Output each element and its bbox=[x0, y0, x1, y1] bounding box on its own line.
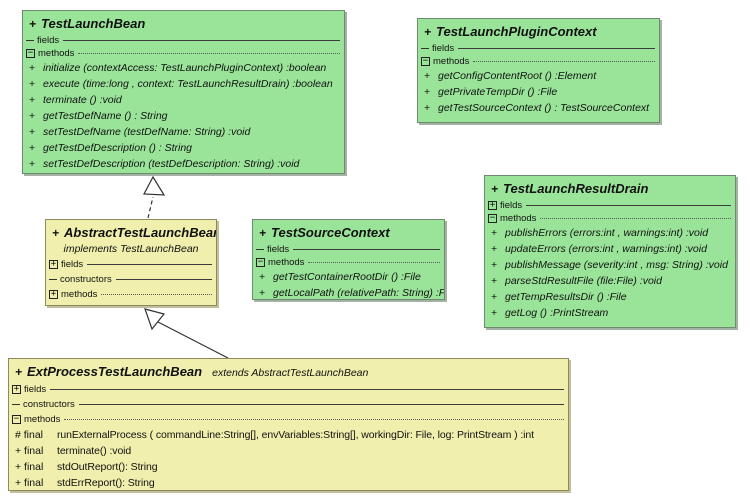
method-row: +getLocalPath (relativePath: String) :Fi… bbox=[259, 287, 445, 299]
constructors-section-header: constructors bbox=[9, 397, 568, 412]
class-title: + TestSourceContext bbox=[253, 220, 444, 243]
class-title: + ExtProcessTestLaunchBean extends Abstrac… bbox=[9, 359, 568, 382]
section-label: fields bbox=[37, 35, 60, 46]
expand-icon[interactable]: + bbox=[49, 259, 58, 269]
separator-line bbox=[63, 40, 340, 41]
method-row: +setTestDefDescription (testDefDescripti… bbox=[29, 158, 300, 170]
visibility-public: + bbox=[29, 17, 37, 31]
separator-line bbox=[526, 205, 731, 206]
method-row: +execute (time:long , context: TestLaunc… bbox=[29, 78, 333, 90]
collapse-icon[interactable]: − bbox=[421, 56, 430, 66]
method-row: +getTestContainerRootDir () :File bbox=[259, 271, 421, 283]
method-row: +getPrivateTempDir () :File bbox=[424, 86, 558, 98]
method-row: +publishMessage (severity:int , msg: Str… bbox=[491, 259, 728, 271]
class-box-testsourcecontext: + TestSourceContext fields − methods +get… bbox=[252, 219, 445, 300]
class-name: ExtProcessTestLaunchBean bbox=[27, 364, 203, 379]
expand-icon[interactable]: + bbox=[49, 289, 58, 299]
class-title: + TestLaunchBean bbox=[23, 11, 344, 34]
method-row: +getConfigContentRoot () :Element bbox=[424, 70, 597, 82]
separator-line bbox=[64, 419, 564, 420]
method-row: +parseStdResultFile (file:File) :void bbox=[491, 275, 662, 287]
separator-line bbox=[458, 48, 655, 49]
fields-section-header: + fields bbox=[46, 257, 216, 272]
class-name: TestLaunchResultDrain bbox=[503, 181, 649, 196]
class-box-abstracttestlaunchbean: + AbstractTestLaunchBean implements TestL… bbox=[45, 219, 217, 306]
fields-section-header: + fields bbox=[9, 382, 568, 397]
separator-line bbox=[78, 404, 564, 405]
class-box-extprocesstestlaunchbean: + ExtProcessTestLaunchBean extends Abstrac… bbox=[8, 358, 569, 491]
separator-line bbox=[473, 61, 655, 62]
methods-section-header: − methods bbox=[485, 212, 735, 225]
dash-icon bbox=[256, 249, 264, 250]
separator-line bbox=[101, 294, 212, 295]
methods-section-header: − methods bbox=[9, 412, 568, 427]
fields-section-header: fields bbox=[418, 42, 659, 55]
methods-section-header: − methods bbox=[23, 47, 344, 60]
fields-section-header: + fields bbox=[485, 199, 735, 212]
method-row: +updateErrors (errors:int , warnings:int… bbox=[491, 243, 707, 255]
visibility-public: + bbox=[259, 226, 267, 240]
implements-note: implements TestLaunchBean bbox=[63, 243, 199, 255]
method-row: +publishErrors (errors:int , warnings:in… bbox=[491, 227, 709, 239]
visibility-public: + bbox=[15, 365, 23, 379]
methods-section-header: − methods bbox=[253, 256, 444, 269]
expand-icon[interactable]: + bbox=[12, 384, 21, 394]
class-name: TestLaunchPluginContext bbox=[436, 24, 597, 39]
section-label: methods bbox=[38, 48, 75, 59]
class-title: + AbstractTestLaunchBean bbox=[46, 220, 216, 242]
collapse-icon[interactable]: − bbox=[26, 48, 35, 58]
methods-section-header: + methods bbox=[46, 287, 216, 302]
class-title: + TestLaunchPluginContext bbox=[418, 19, 659, 42]
class-box-testlaunchplugincontext: + TestLaunchPluginContext fields − method… bbox=[417, 18, 660, 123]
method-row: +terminate () :void bbox=[29, 94, 122, 106]
separator-line bbox=[308, 262, 440, 263]
class-box-testlaunchresultdrain: + TestLaunchResultDrain + fields − method… bbox=[484, 175, 736, 328]
separator-line bbox=[78, 53, 340, 54]
method-row: +getTestDefDescription () : String bbox=[29, 142, 193, 154]
class-title: + TestLaunchResultDrain bbox=[485, 176, 735, 199]
separator-line bbox=[540, 218, 731, 219]
dash-icon bbox=[49, 279, 57, 280]
visibility-public: + bbox=[491, 182, 499, 196]
methods-section-header: − methods bbox=[418, 55, 659, 68]
collapse-icon[interactable]: − bbox=[256, 257, 265, 267]
method-row: +getTestSourceContext () : TestSourceCon… bbox=[424, 102, 650, 114]
expand-icon[interactable]: + bbox=[488, 200, 497, 210]
class-box-testlaunchbean: + TestLaunchBean fields − methods +initia… bbox=[22, 10, 345, 174]
collapse-icon[interactable]: − bbox=[12, 414, 21, 424]
separator-line bbox=[87, 264, 212, 265]
visibility-public: + bbox=[52, 226, 60, 240]
visibility-public: + bbox=[424, 25, 432, 39]
fields-section-header: fields bbox=[23, 34, 344, 47]
method-row: +getLog () :PrintStream bbox=[491, 307, 609, 319]
fields-section-header: fields bbox=[253, 243, 444, 256]
class-name: TestSourceContext bbox=[271, 225, 390, 240]
dash-icon bbox=[26, 40, 34, 41]
method-row: +getTempResultsDir () :File bbox=[491, 291, 627, 303]
separator-line bbox=[293, 249, 440, 250]
class-name: AbstractTestLaunchBean bbox=[64, 225, 217, 240]
method-row: +getTestDefName () : String bbox=[29, 110, 168, 122]
extends-arrow bbox=[144, 308, 229, 359]
separator-line bbox=[50, 389, 564, 390]
dash-icon bbox=[421, 48, 429, 49]
extends-note: extends AbstractTestLaunchBean bbox=[212, 367, 369, 379]
method-row: +setTestDefName (testDefName: String) :v… bbox=[29, 126, 251, 138]
method-row: +initialize (contextAccess: TestLaunchPl… bbox=[29, 62, 327, 74]
constructors-section-header: constructors bbox=[46, 272, 216, 287]
separator-line bbox=[115, 279, 212, 280]
implements-arrow bbox=[143, 175, 166, 219]
collapse-icon[interactable]: − bbox=[488, 213, 497, 223]
dash-icon bbox=[12, 404, 20, 405]
class-name: TestLaunchBean bbox=[41, 16, 146, 31]
